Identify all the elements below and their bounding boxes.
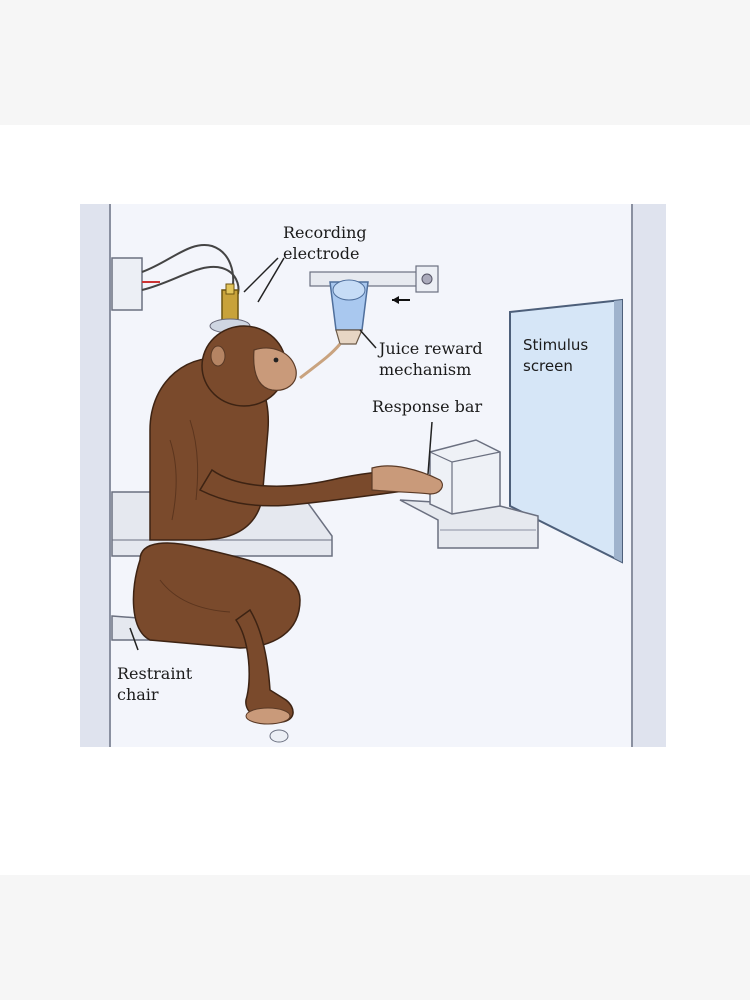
label-stimulus-screen: Stimulus screen [523,336,589,375]
right-wall [632,204,666,747]
monkey [132,325,443,743]
electrode-cable [141,244,235,293]
response-bar [399,439,539,549]
label-response-bar: Response bar [372,397,483,416]
bottom-margin-band [0,875,750,1000]
juice-reward-mechanism [299,265,439,380]
top-margin-band [0,0,750,125]
left-wall [80,204,110,747]
label-recording-electrode: Recording electrode [283,223,367,263]
label-restraint-chair: Restraint chair [117,664,193,704]
electrode-connector-box [111,257,143,311]
label-juice-reward-mechanism: Juice reward mechanism [379,339,483,379]
